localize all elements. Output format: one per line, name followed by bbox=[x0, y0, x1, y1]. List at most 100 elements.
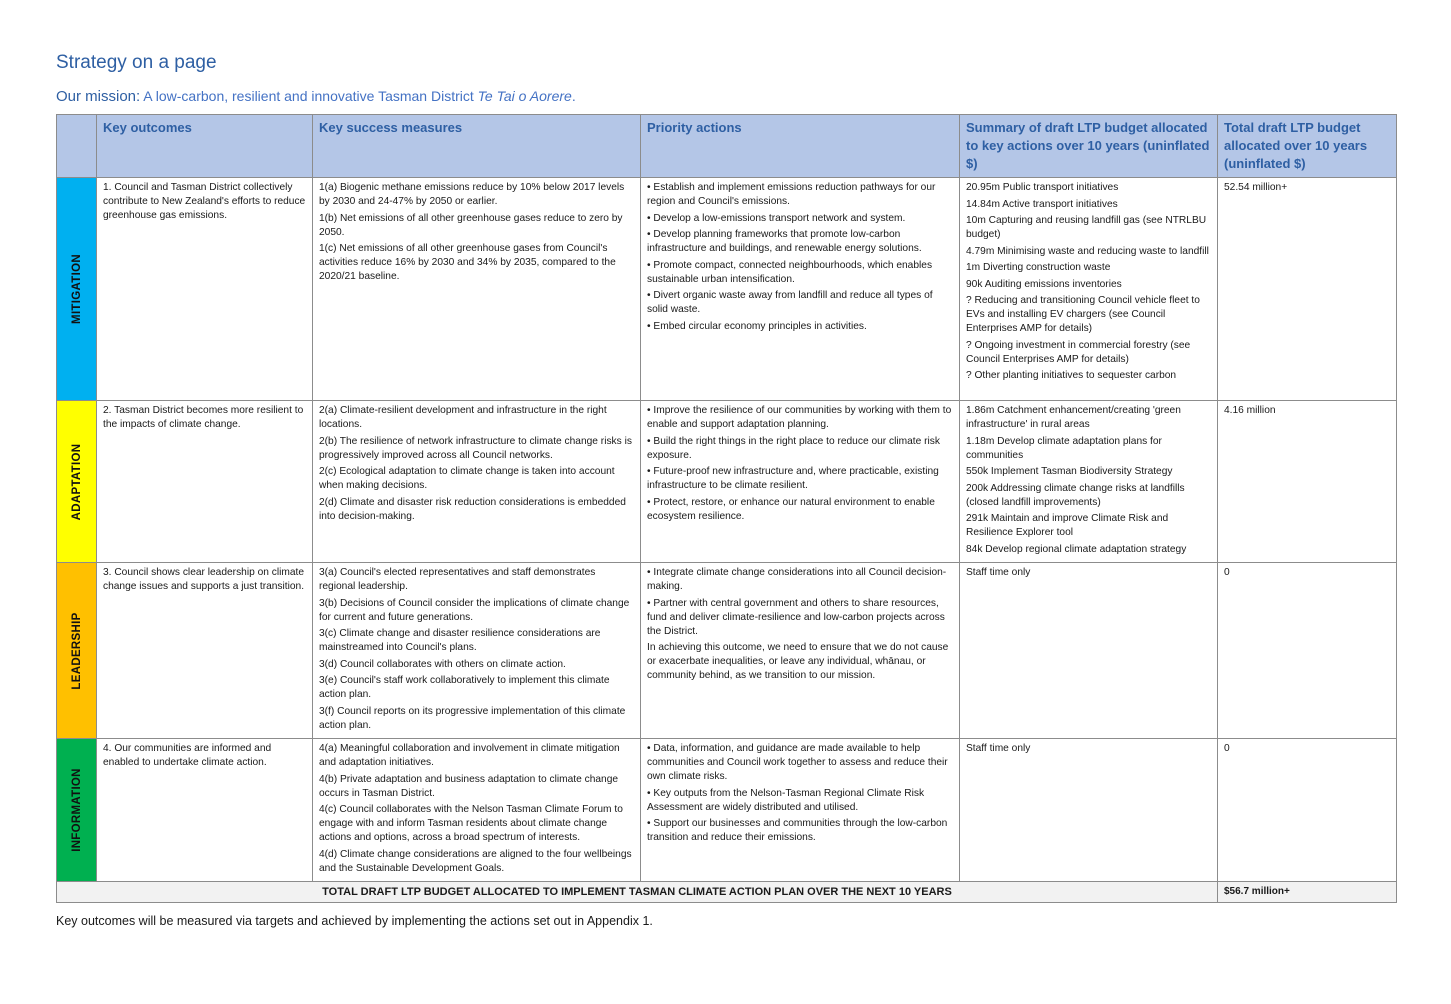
priority-action: Establish and implement emissions reduct… bbox=[647, 181, 953, 209]
header-row: Key outcomes Key success measures Priori… bbox=[56, 114, 1397, 178]
total-budget-value: 0 bbox=[1224, 567, 1230, 578]
footer-total-value: $56.7 million+ bbox=[1217, 881, 1397, 903]
key-outcome: 4. Our communities are informed and enab… bbox=[103, 743, 272, 768]
budget-summary-cell: 1.86m Catchment enhancement/creating 'gr… bbox=[959, 400, 1218, 563]
success-measure: 3(b) Decisions of Council consider the i… bbox=[319, 597, 630, 623]
success-measure: 4(b) Private adaptation and business ada… bbox=[319, 773, 619, 799]
budget-line-item: 291k Maintain and improve Climate Risk a… bbox=[966, 513, 1169, 538]
priority-action: Integrate climate change considerations … bbox=[647, 566, 953, 594]
priority-action: Data, information, and guidance are made… bbox=[647, 742, 953, 784]
priority-actions-cell: Data, information, and guidance are made… bbox=[640, 738, 960, 882]
success-measures-cell: 3(a) Council's elected representatives a… bbox=[312, 562, 641, 739]
strategy-row-leadership: LEADERSHIP 3. Council shows clear leaders… bbox=[56, 562, 1397, 739]
success-measure: 2(b) The resilience of network infrastru… bbox=[319, 435, 632, 461]
priority-action: Promote compact, connected neighbourhood… bbox=[647, 259, 953, 287]
header-total-budget: Total draft LTP budget allocated over 10… bbox=[1217, 114, 1397, 178]
success-measure: 3(a) Council's elected representatives a… bbox=[319, 567, 596, 592]
band-label: INFORMATION bbox=[70, 768, 83, 852]
total-budget-cell: 0 bbox=[1217, 562, 1397, 739]
success-measures-cell: 4(a) Meaningful collaboration and involv… bbox=[312, 738, 641, 882]
total-budget-cell: 52.54 million+ bbox=[1217, 177, 1397, 401]
budget-line-item: ? Ongoing investment in commercial fores… bbox=[966, 339, 1191, 365]
key-outcome-cell: 2. Tasman District becomes more resilien… bbox=[96, 400, 313, 563]
priority-action: Future-proof new infrastructure and, whe… bbox=[647, 465, 953, 493]
key-outcome: 2. Tasman District becomes more resilien… bbox=[103, 405, 304, 430]
budget-line-item: ? Reducing and transitioning Council veh… bbox=[966, 295, 1200, 334]
key-outcome-cell: 3. Council shows clear leadership on cli… bbox=[96, 562, 313, 739]
success-measure: 4(a) Meaningful collaboration and involv… bbox=[319, 743, 620, 768]
success-measure: 2(d) Climate and disaster risk reduction… bbox=[319, 496, 626, 522]
strategy-table: Key outcomes Key success measures Priori… bbox=[56, 114, 1397, 903]
budget-line-item: 14.84m Active transport initiatives bbox=[966, 198, 1118, 210]
priority-actions-cell: Improve the resilience of our communitie… bbox=[640, 400, 960, 563]
page-title: Strategy on a page bbox=[56, 52, 217, 73]
header-key-success-measures: Key success measures bbox=[312, 114, 641, 178]
success-measure: 1(a) Biogenic methane emissions reduce b… bbox=[319, 182, 625, 207]
header-budget-summary: Summary of draft LTP budget allocated to… bbox=[959, 114, 1218, 178]
budget-line-item: ? Other planting initiatives to sequeste… bbox=[966, 370, 1177, 381]
budget-line-item: 20.95m Public transport initiatives bbox=[966, 182, 1119, 193]
budget-line-item: 4.79m Minimising waste and reducing wast… bbox=[966, 245, 1209, 257]
header-band bbox=[56, 114, 97, 178]
mission-text: A low-carbon, resilient and innovative T… bbox=[140, 88, 478, 104]
priority-actions-note: In achieving this outcome, we need to en… bbox=[647, 642, 949, 681]
budget-line-item: 200k Addressing climate change risks at … bbox=[966, 482, 1185, 508]
priority-actions-cell: Integrate climate change considerations … bbox=[640, 562, 960, 739]
priority-actions-cell: Establish and implement emissions reduct… bbox=[640, 177, 960, 401]
success-measure: 2(c) Ecological adaptation to climate ch… bbox=[319, 466, 615, 491]
budget-line-item: Staff time only bbox=[966, 567, 1031, 578]
priority-action: Support our businesses and communities t… bbox=[647, 817, 953, 845]
budget-summary-cell: 20.95m Public transport initiatives 14.84… bbox=[959, 177, 1218, 401]
success-measure: 3(d) Council collaborates with others on… bbox=[319, 658, 566, 670]
priority-action: Embed circular economy principles in act… bbox=[647, 320, 953, 334]
strategy-row-adaptation: ADAPTATION 2. Tasman District becomes mor… bbox=[56, 400, 1397, 563]
footer-row: TOTAL DRAFT LTP BUDGET ALLOCATED TO IMPL… bbox=[56, 881, 1397, 903]
footer-total-label: TOTAL DRAFT LTP BUDGET ALLOCATED TO IMPL… bbox=[56, 881, 1218, 903]
success-measure: 4(d) Climate change considerations are a… bbox=[319, 848, 632, 874]
priority-action: Protect, restore, or enhance our natural… bbox=[647, 496, 953, 524]
priority-action: Divert organic waste away from landfill … bbox=[647, 289, 953, 317]
strategy-row-mitigation: MITIGATION 1. Council and Tasman District… bbox=[56, 177, 1397, 401]
priority-action: Partner with central government and othe… bbox=[647, 597, 953, 639]
key-outcome-cell: 4. Our communities are informed and enab… bbox=[96, 738, 313, 882]
strategy-row-information: INFORMATION 4. Our communities are inform… bbox=[56, 738, 1397, 882]
band-label: ADAPTATION bbox=[70, 443, 83, 520]
mission-label: Our mission: bbox=[56, 88, 141, 105]
total-budget-cell: 0 bbox=[1217, 738, 1397, 882]
success-measure: 4(c) Council collaborates with the Nelso… bbox=[319, 804, 623, 843]
budget-line-item: Staff time only bbox=[966, 743, 1031, 754]
budget-line-item: 90k Auditing emissions inventories bbox=[966, 278, 1122, 290]
budget-summary-cell: Staff time only bbox=[959, 738, 1218, 882]
mission-maori-name: Te Tai o Aorere bbox=[477, 88, 572, 104]
mission-end: . bbox=[571, 88, 576, 104]
header-priority-actions: Priority actions bbox=[640, 114, 960, 178]
total-budget-value: 52.54 million+ bbox=[1224, 182, 1288, 193]
success-measure: 1(b) Net emissions of all other greenhou… bbox=[319, 212, 623, 238]
band-label: LEADERSHIP bbox=[70, 611, 83, 690]
priority-action: Improve the resilience of our communitie… bbox=[647, 404, 953, 432]
band-label: MITIGATION bbox=[70, 254, 83, 324]
budget-line-item: 550k Implement Tasman Biodiversity Strat… bbox=[966, 466, 1173, 477]
priority-action: Build the right things in the right plac… bbox=[647, 435, 953, 463]
key-outcome-cell: 1. Council and Tasman District collectiv… bbox=[96, 177, 313, 401]
total-budget-value: 0 bbox=[1224, 743, 1230, 754]
mission-statement: Our mission: A low-carbon, resilient and… bbox=[56, 88, 576, 105]
priority-action: Develop a low-emissions transport networ… bbox=[647, 212, 953, 226]
key-outcome: 3. Council shows clear leadership on cli… bbox=[103, 567, 305, 592]
priority-action: Key outputs from the Nelson-Tasman Regio… bbox=[647, 787, 953, 815]
success-measures-cell: 1(a) Biogenic methane emissions reduce b… bbox=[312, 177, 641, 401]
budget-line-item: 1m Diverting construction waste bbox=[966, 262, 1111, 273]
total-budget-cell: 4.16 million bbox=[1217, 400, 1397, 563]
total-budget-value: 4.16 million bbox=[1224, 405, 1276, 416]
key-outcome: 1. Council and Tasman District collectiv… bbox=[103, 182, 306, 221]
budget-summary-cell: Staff time only bbox=[959, 562, 1218, 739]
band-information: INFORMATION bbox=[56, 738, 97, 882]
budget-line-item: 10m Capturing and reusing landfill gas (… bbox=[966, 215, 1207, 240]
success-measure: 3(f) Council reports on its progressive … bbox=[319, 705, 626, 731]
budget-line-item: 1.86m Catchment enhancement/creating 'gr… bbox=[966, 405, 1181, 430]
band-mitigation: MITIGATION bbox=[56, 177, 97, 401]
success-measure: 1(c) Net emissions of all other greenhou… bbox=[319, 243, 616, 282]
success-measure: 3(c) Climate change and disaster resilie… bbox=[319, 628, 601, 653]
budget-line-item: 84k Develop regional climate adaptation … bbox=[966, 543, 1187, 555]
success-measures-cell: 2(a) Climate-resilient development and i… bbox=[312, 400, 641, 563]
